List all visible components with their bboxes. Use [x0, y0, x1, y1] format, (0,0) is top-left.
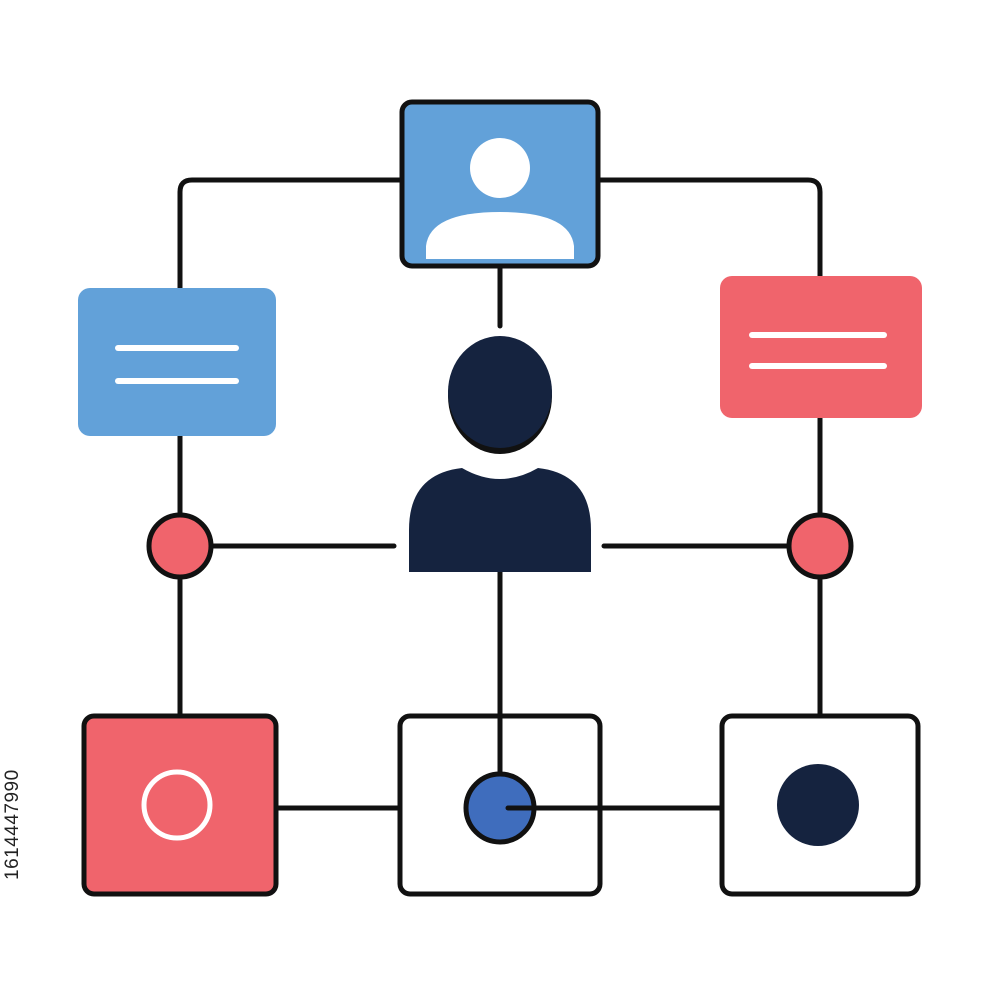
profile-card [399, 99, 601, 269]
ring-icon [141, 769, 213, 841]
left-junction-dot [146, 512, 214, 580]
connector-top-left [177, 177, 405, 291]
stock-id-label: 1614447990 [2, 769, 23, 881]
person-icon [409, 336, 591, 572]
connector-top-right [595, 177, 823, 279]
user-avatar-icon [426, 138, 574, 259]
right-message-card [720, 276, 922, 418]
left-message-card [78, 288, 276, 436]
text-lines-icon [749, 332, 887, 369]
dot-icon [777, 764, 859, 846]
right-junction-dot [786, 512, 854, 580]
bottom-center-box [397, 713, 603, 897]
bottom-right-box [719, 713, 921, 897]
bottom-left-box [81, 713, 279, 897]
text-lines-icon [115, 345, 239, 384]
